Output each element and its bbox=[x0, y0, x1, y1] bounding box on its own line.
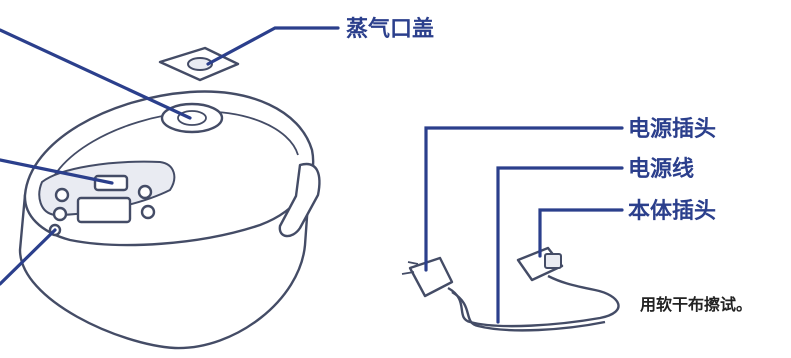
cleaning-note: 用软干布擦试。 bbox=[640, 295, 752, 314]
label-power-cord: 电源线 bbox=[628, 156, 694, 182]
leader-power-plug bbox=[424, 126, 624, 272]
label-body-plug: 本体插头 bbox=[628, 199, 716, 224]
leader-panel-button bbox=[0, 228, 57, 286]
leader-steam-cap bbox=[206, 26, 340, 66]
leader-power-cord bbox=[496, 166, 624, 324]
label-steam-cap: 蒸气口盖 bbox=[346, 16, 434, 42]
power-cord bbox=[401, 246, 620, 332]
steam-cap-part bbox=[158, 46, 240, 82]
leader-steam-vent bbox=[0, 28, 192, 120]
rice-cooker bbox=[18, 90, 321, 350]
label-power-plug: 电源插头 bbox=[628, 117, 716, 142]
leader-body-plug bbox=[538, 208, 624, 258]
leader-control-panel bbox=[0, 158, 114, 185]
